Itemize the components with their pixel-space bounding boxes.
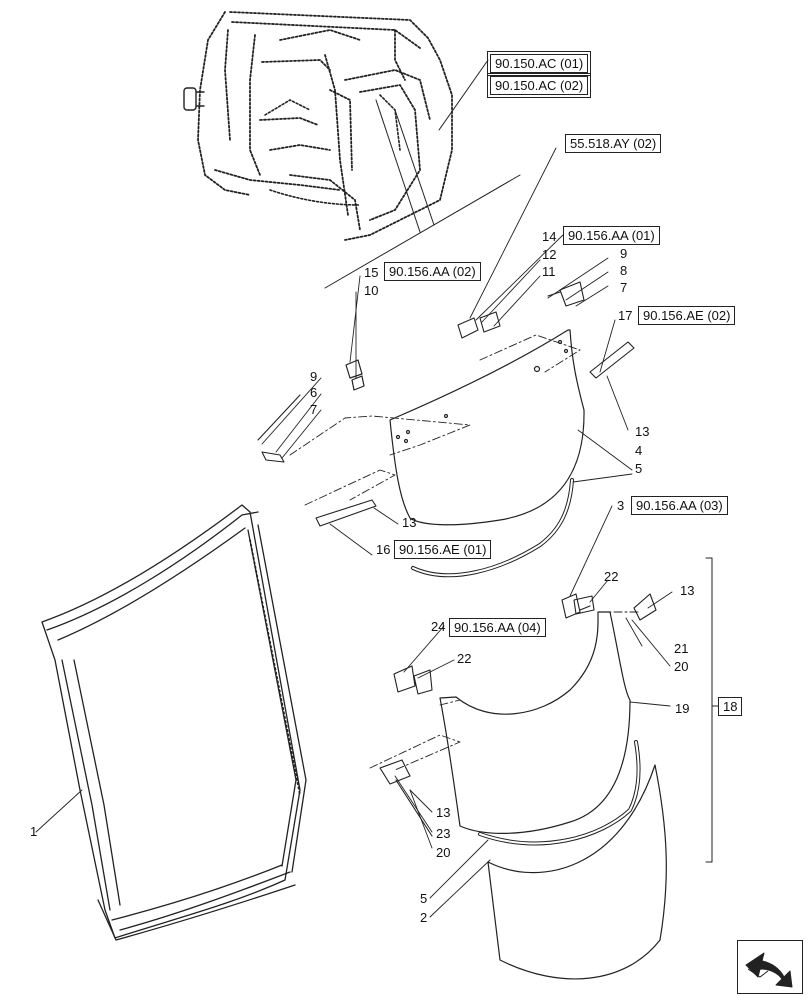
ref-90-156-ae-02[interactable]: 90.156.AE (02) xyxy=(638,306,736,325)
callout-21: 21 xyxy=(674,641,689,656)
callout-9: 9 xyxy=(310,369,318,384)
callout-20: 20 xyxy=(674,659,689,674)
callout-20: 20 xyxy=(436,845,451,860)
callout-5: 5 xyxy=(420,891,428,906)
callout-7: 7 xyxy=(620,280,628,295)
callout-17: 17 xyxy=(618,308,633,323)
ref-18[interactable]: 18 xyxy=(718,697,743,716)
weatherstrip-part-5-lower xyxy=(478,740,641,846)
ref-90-150-ac-01[interactable]: 90.150.AC (01) xyxy=(486,51,592,76)
callout-19: 19 xyxy=(675,701,690,716)
ref-90-156-aa-04[interactable]: 90.156.AA (04) xyxy=(449,618,546,637)
callout-1: 1 xyxy=(30,824,38,839)
ref-90-156-aa-02[interactable]: 90.156.AA (02) xyxy=(384,262,481,281)
upper-glass-part-4 xyxy=(389,329,585,526)
callout-11: 11 xyxy=(542,264,556,279)
callout-9: 9 xyxy=(620,246,628,261)
ref-55-518-ay-02[interactable]: 55.518.AY (02) xyxy=(565,134,662,153)
ref-90-156-aa-03[interactable]: 90.156.AA (03) xyxy=(631,496,728,515)
callout-13: 13 xyxy=(680,583,695,598)
callout-24: 24 xyxy=(431,619,446,634)
ref-90-150-ac-02[interactable]: 90.150.AC (02) xyxy=(486,73,592,98)
weatherstrip-part-5-upper xyxy=(411,478,574,578)
callout-15: 15 xyxy=(364,265,379,280)
navigation-button[interactable] xyxy=(737,940,803,994)
callout-13: 13 xyxy=(402,515,417,530)
ref-90-156-ae-01[interactable]: 90.156.AE (01) xyxy=(394,540,492,559)
callout-8: 8 xyxy=(620,263,628,278)
callout-22: 22 xyxy=(457,651,472,666)
callout-2: 2 xyxy=(420,910,428,925)
callout-14: 14 xyxy=(542,229,557,244)
callout-5: 5 xyxy=(635,461,643,476)
callout-10: 10 xyxy=(364,283,379,298)
callout-16: 16 xyxy=(376,542,391,557)
callout-6: 6 xyxy=(310,385,318,400)
callout-23: 23 xyxy=(436,826,451,841)
callout-22: 22 xyxy=(604,569,619,584)
callout-13: 13 xyxy=(436,805,451,820)
lower-glass-part-19 xyxy=(439,611,631,834)
callout-3: 3 xyxy=(617,498,625,513)
door-frame-part-1 xyxy=(41,504,307,941)
arrow-navigation-icon xyxy=(745,952,793,988)
ref-90-156-aa-01[interactable]: 90.156.AA (01) xyxy=(563,226,660,245)
callout-13: 13 xyxy=(635,424,650,439)
cab-overview-drawing xyxy=(183,11,453,241)
callout-7: 7 xyxy=(310,402,318,417)
callout-4: 4 xyxy=(635,443,643,458)
callout-12: 12 xyxy=(542,247,557,262)
glass-part-2 xyxy=(487,764,667,980)
